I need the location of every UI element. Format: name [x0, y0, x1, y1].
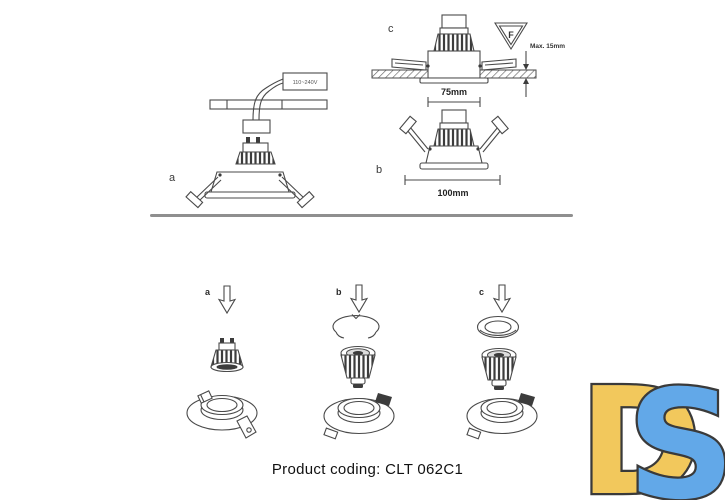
view-a-label: a [169, 172, 176, 184]
product-coding-text: Product coding: CLT 062C1 [271, 461, 464, 478]
junction-box [242, 119, 271, 134]
driver-box: 110~240V [282, 72, 328, 91]
view-b-label: b [376, 164, 382, 176]
trim-ring [476, 315, 520, 339]
spring-clips [185, 176, 315, 209]
down-arrow-icon [349, 284, 369, 314]
gu10-lamp-face [340, 345, 376, 388]
gu10-lamp-back [433, 14, 475, 52]
mounting-rail [209, 99, 328, 110]
diameter-dimension-label: 100mm [437, 188, 468, 198]
diameter-dimension: 100mm [404, 175, 501, 198]
fixture-can [419, 50, 489, 84]
view-c-label: c [388, 23, 394, 35]
diagram-wired-fixture: 110~240V a [169, 72, 328, 209]
f-mark-letter: F [508, 30, 514, 40]
step-b-label: b [336, 287, 342, 297]
cutout-dimension: 75mm [427, 87, 481, 107]
retaining-clip-ring [332, 314, 380, 339]
mounting-ring [186, 390, 258, 439]
trim-ring-side [204, 171, 296, 199]
assembly-step-a: a [186, 285, 258, 439]
f-mark-icon: F [494, 22, 528, 51]
trim-ring-side [419, 145, 489, 170]
gu10-lamp-back [433, 109, 475, 147]
down-arrow-icon [492, 284, 512, 314]
gu10-lamp-back [235, 137, 276, 165]
mounting-ring [323, 393, 395, 440]
supply-cable [252, 78, 284, 121]
gu10-lamp-back [210, 338, 244, 373]
logo-letter-d: D [579, 356, 702, 500]
assembly-step-b: b [323, 284, 395, 440]
diagram-ceiling-section: c F Max. 15mm [371, 14, 565, 107]
ds-logo: D S [577, 354, 725, 500]
logo-letter-s: S [627, 359, 725, 500]
section-divider [150, 214, 573, 217]
mounting-ring [466, 393, 538, 440]
driver-voltage-label: 110~240V [293, 80, 318, 86]
diagram-fixture-diameter: b 100mm [376, 109, 509, 198]
gu10-lamp-face [481, 347, 517, 390]
cutout-dimension-label: 75mm [441, 87, 467, 97]
max-depth-dimension: Max. 15mm [523, 43, 565, 97]
step-c-label: c [479, 287, 484, 297]
assembly-step-c: c [466, 284, 538, 440]
max-depth-label: Max. 15mm [530, 43, 565, 50]
spring-clips-open [399, 115, 509, 153]
ceiling-cross-section [371, 69, 537, 79]
down-arrow-icon [217, 285, 237, 315]
step-a-label: a [205, 287, 211, 297]
